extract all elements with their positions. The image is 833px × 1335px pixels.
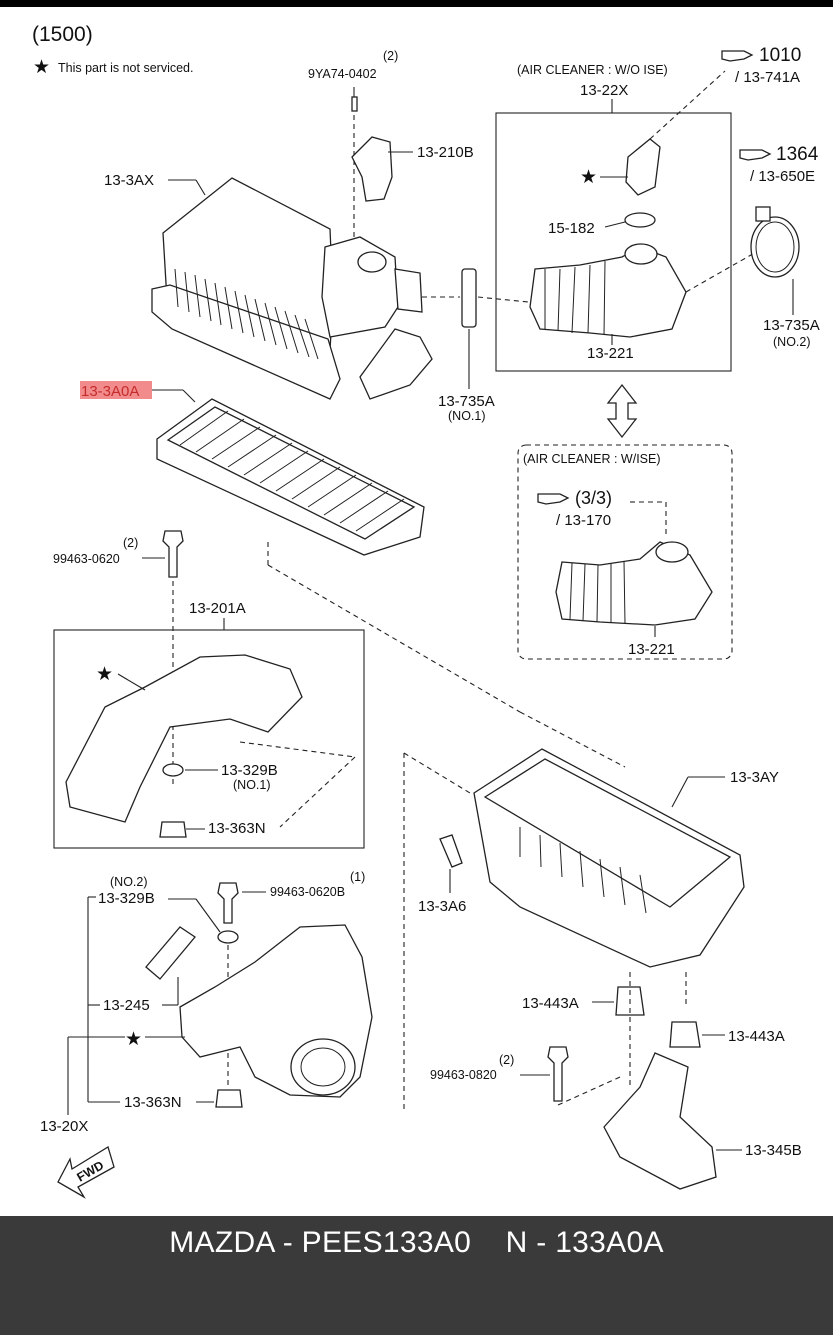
wo-ise-group-box — [495, 112, 732, 372]
label-13-329b-bottom: 13-329B — [98, 890, 155, 907]
resonator-outlet — [290, 1038, 356, 1096]
label-99463-0620b: 99463-0620B — [270, 885, 345, 899]
label-13-22x: 13-22X — [580, 82, 628, 99]
intake-hose-13-221-bottom — [555, 541, 713, 626]
no1-tag-b: (NO.1) — [233, 778, 271, 792]
clamp-13-735a-no1 — [461, 268, 477, 328]
intake-hose-13-221-top — [529, 246, 687, 338]
outlet-flange — [394, 268, 423, 313]
star-icon-duct: ★ — [96, 664, 113, 685]
part-number-caption: MAZDA - PEES133A0 N - 133A0A — [169, 1226, 664, 1259]
case-inner-rim — [483, 758, 732, 908]
filter-pleat-area — [166, 406, 416, 540]
no1-tag-a: (NO.1) — [448, 409, 486, 423]
parts-diagram: (1500) ★ This part is not serviced. (2) … — [0, 0, 833, 1199]
label-13-201a: 13-201A — [189, 600, 246, 617]
bolt-99463-0620b — [217, 882, 239, 924]
label-13-329b-top: 13-329B — [221, 762, 278, 779]
label-13-3a6: 13-3A6 — [418, 898, 466, 915]
cover-outlet-housing — [321, 236, 399, 338]
qty-99463-0820: (2) — [499, 1053, 514, 1067]
no2-tag-a: (NO.2) — [773, 335, 811, 349]
label-13-20x: 13-20X — [40, 1118, 88, 1135]
label-99463-0620: 99463-0620 — [53, 552, 120, 566]
air-duct-group-box — [53, 629, 365, 849]
label-13-3ax: 13-3AX — [104, 172, 154, 189]
ref-13-650e: / 13-650E — [750, 168, 815, 185]
grommet-13-363n-top — [159, 821, 187, 838]
bracket-13-345b — [603, 1052, 717, 1190]
air-cleaner-wo-ise-label: (AIR CLEANER : W/O ISE) — [517, 63, 668, 77]
star-icon: ★ — [33, 57, 50, 78]
pointing-hand-icon-3-3 — [537, 493, 570, 505]
highlight-13-3a0a — [80, 381, 152, 399]
label-13-221-bottom: 13-221 — [628, 641, 675, 658]
pointing-hand-icon-1364 — [739, 149, 772, 161]
alternative-arrow-icon — [606, 383, 638, 439]
label-13-245: 13-245 — [103, 997, 150, 1014]
outlet-port — [357, 251, 387, 273]
forward-arrow-icon — [57, 1146, 115, 1199]
section-number: (1500) — [32, 23, 93, 46]
not-serviced-note: This part is not serviced. — [58, 61, 193, 75]
star-icon-resonator: ★ — [580, 167, 597, 188]
cover-lower-flange — [151, 284, 341, 400]
sensor-bracket-13-210b — [351, 136, 393, 202]
hose-bottom-port — [655, 541, 689, 563]
footer-bar: MAZDA - PEES133A0 N - 133A0A — [0, 1213, 833, 1335]
no2-tag-b: (NO.2) — [110, 875, 148, 889]
ref-1364: 1364 — [776, 144, 819, 165]
washer-13-329b-bottom — [217, 930, 239, 944]
clamp-screw — [755, 206, 771, 222]
qty-99463-0620: (2) — [123, 536, 138, 550]
resonator-13-22x — [625, 138, 661, 196]
hose-clamp-15-182 — [624, 212, 656, 228]
bolt-99463-0820 — [547, 1046, 569, 1102]
label-13-735a-no1: 13-735A — [438, 393, 495, 410]
ref-13-170: / 13-170 — [556, 512, 611, 529]
label-13-363n-bottom: 13-363N — [124, 1094, 182, 1111]
label-9ya74-0402: 9YA74-0402 — [308, 67, 377, 81]
mount-13-443a-right — [669, 1021, 701, 1048]
fresh-air-duct-13-201a — [65, 654, 303, 823]
ref-1010: 1010 — [759, 45, 801, 66]
qty-99463-0620b: (1) — [350, 870, 365, 884]
label-13-363n-top: 13-363N — [208, 820, 266, 837]
label-99463-0820: 99463-0820 — [430, 1068, 497, 1082]
clip-13-3a6 — [439, 834, 463, 868]
label-13-221-top: 13-221 — [587, 345, 634, 362]
grommet-13-363n-bottom — [215, 1089, 243, 1108]
label-13-210b: 13-210B — [417, 144, 474, 161]
label-13-3ay: 13-3AY — [730, 769, 779, 786]
gasket-13-245 — [145, 926, 196, 980]
pointing-hand-icon-1010 — [721, 50, 754, 62]
qty-9ya74: (2) — [383, 49, 398, 63]
bolt-9ya74 — [351, 96, 358, 112]
clamp-13-735a-no2 — [750, 216, 800, 278]
label-15-182: 15-182 — [548, 220, 595, 237]
diagram-canvas: (1500) ★ This part is not serviced. (2) … — [32, 23, 820, 1199]
label-13-443a-right: 13-443A — [728, 1028, 785, 1045]
washer-13-329b-top — [162, 763, 184, 777]
cover-clip-area — [359, 328, 433, 400]
label-13-443a-left: 13-443A — [522, 995, 579, 1012]
label-13-3a0a: 13-3A0A — [81, 383, 139, 400]
w-ise-group-box — [517, 444, 733, 660]
label-13-735a-no2: 13-735A — [763, 317, 820, 334]
bolt-99463-0620 — [162, 530, 184, 578]
label-13-345b: 13-345B — [745, 1142, 802, 1159]
hose-top-port — [624, 243, 658, 265]
star-icon-resonator-assy: ★ — [125, 1029, 142, 1050]
ref-13-741a: / 13-741A — [735, 69, 800, 86]
ref-3-3: (3/3) — [575, 488, 612, 508]
air-cleaner-w-ise-label: (AIR CLEANER : W/ISE) — [523, 452, 661, 466]
